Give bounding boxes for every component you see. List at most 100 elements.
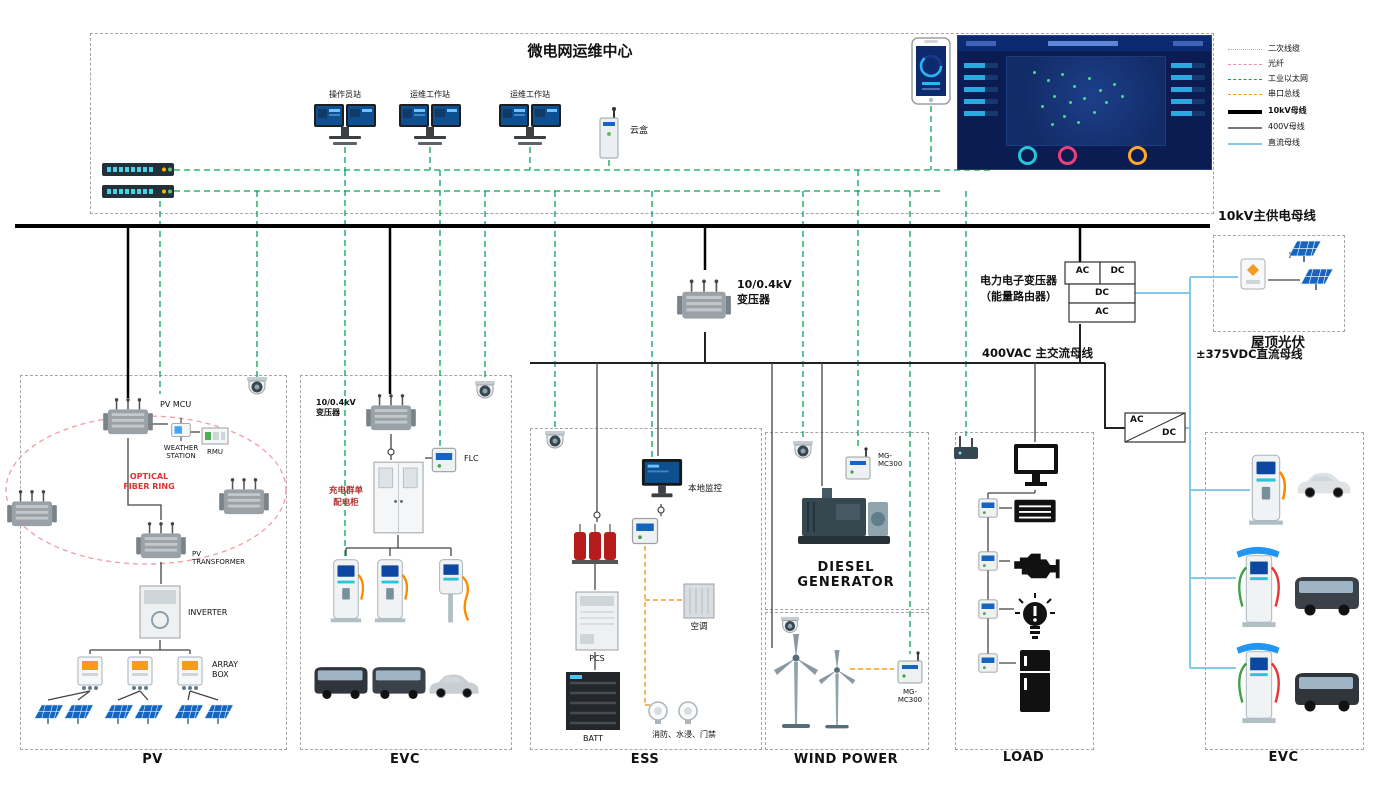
pv-transformer-label: PV TRANSFORMER <box>192 550 264 567</box>
load-computer-icon <box>1012 442 1060 490</box>
om-workstation-icon-2 <box>498 102 562 148</box>
wind-mg-label-line2: MC300 <box>897 696 923 705</box>
network-switch-icon-2 <box>102 184 174 199</box>
diesel-generator-icon <box>796 484 892 548</box>
pet-label-line1: 电力电子变压器 <box>980 274 1057 287</box>
rooftop-solar-panel-icon <box>1296 264 1336 292</box>
diesel-mg-mc300-icon <box>842 446 874 482</box>
pet-label-line2: （能量路由器） <box>980 290 1057 303</box>
charging-cabinet-label-line1: 充电群单 <box>328 486 363 496</box>
optical-fiber-ring-label: OPTICAL FIBER RING <box>106 472 192 492</box>
legend-label-10kv: 10kV母线 <box>1268 106 1307 115</box>
hvac-icon <box>682 582 716 620</box>
diesel-generator-title: DIESEL GENERATOR <box>781 560 911 590</box>
fire-sensor-icon <box>646 700 670 726</box>
wind-section-title: WIND POWER <box>793 752 899 767</box>
ac-bus-label: 400VAC 主交流母线 <box>982 346 1093 360</box>
station-label-om-2: 运维工作站 <box>510 90 550 99</box>
weather-station-icon <box>168 416 194 442</box>
charging-cabinet-label-line2: 配电柜 <box>333 498 359 508</box>
pv-inverter-icon <box>138 584 182 640</box>
dashboard-map <box>1006 56 1166 146</box>
pv-transformer-icon <box>133 520 189 562</box>
legend-label-dc: 直流母线 <box>1268 138 1300 147</box>
dashboard-left-panel <box>960 56 1002 163</box>
refrigerator-load-icon <box>1016 648 1054 714</box>
mid-transformer-label-line2: 变压器 <box>737 293 770 306</box>
optical-fiber-ring-label-line1: OPTICAL <box>129 472 169 481</box>
rmu-label: RMU <box>206 448 224 456</box>
ess-camera-icon <box>542 430 568 454</box>
array-box-label-line2: BOX <box>212 670 229 679</box>
dashboard-donut-chart <box>1058 146 1077 165</box>
legend-label-secondary-cable: 二次线缆 <box>1268 44 1300 53</box>
evc-transformer-label-line1: 10/0.4kV <box>316 398 356 407</box>
battery-cabinet-icon <box>564 670 622 732</box>
wind-mg-label: MG- MC300 <box>888 688 932 705</box>
om-workstation-icon-1 <box>398 102 462 148</box>
optical-fiber-ring-label-line2: FIBER RING <box>123 482 175 491</box>
pv-ring-transformer-icon-right <box>216 476 272 518</box>
cloud-box-icon <box>594 106 624 162</box>
dashboard-donut-chart <box>1128 146 1147 165</box>
pv-transformer-label-line2: TRANSFORMER <box>192 558 246 567</box>
evc-right-section-box <box>1205 432 1364 750</box>
main-bus-label: 10kV主供电母线 <box>1218 208 1316 223</box>
array-box-icon <box>75 654 105 692</box>
dashboard-map-dots <box>1033 71 1036 74</box>
legend-line-dc <box>1228 143 1262 145</box>
wind-mg-mc300-icon <box>894 650 926 686</box>
dashboard-donut-chart <box>1018 146 1037 165</box>
lighting-load-icon <box>1014 592 1056 644</box>
legend-label-serial: 串口总线 <box>1268 89 1300 98</box>
ess-section-title: ESS <box>630 752 660 767</box>
load-controller-icon <box>977 652 999 674</box>
acdc-dc-label: DC <box>1162 428 1177 438</box>
legend-line-fiber <box>1228 64 1262 65</box>
ess-sensors-label: 消防、水浸、门禁 <box>652 730 716 739</box>
legend-line-serial <box>1228 94 1262 95</box>
solar-panel-icon <box>130 700 166 726</box>
pet-cell-ac1: AC <box>1075 266 1090 276</box>
load-controller-icon <box>977 598 999 620</box>
control-center-title: 微电网运维中心 <box>527 42 633 60</box>
diesel-mg-label: MG- MC300 <box>878 452 914 469</box>
water-access-sensor-icon <box>676 700 700 726</box>
wind-section-box <box>765 612 929 750</box>
evc-transformer-icon <box>362 392 420 434</box>
electric-bus-icon <box>1292 570 1362 620</box>
diesel-mg-label-line2: MC300 <box>878 460 903 469</box>
solar-panel-icon <box>200 700 236 726</box>
weather-station-label: WEATHER STATION <box>152 444 210 461</box>
legend-line-10kv <box>1228 110 1262 114</box>
motor-load-icon <box>1010 548 1060 582</box>
solar-panel-icon <box>60 700 96 726</box>
rmu-icon <box>200 426 230 446</box>
pv-ring-transformer-icon-left <box>4 488 60 530</box>
ev-charger-icon <box>328 556 364 626</box>
dashboard-right-panel <box>1167 56 1209 163</box>
flc-label: FLC <box>464 454 479 463</box>
rooftop-solar-panel-icon <box>1284 236 1324 264</box>
pv-transformer-label-line1: PV <box>192 550 202 558</box>
electric-bus-icon <box>370 660 428 704</box>
charging-distribution-cabinet-icon <box>372 460 425 535</box>
ess-controller-icon <box>626 516 664 546</box>
electric-bus-icon <box>312 660 370 704</box>
load-section-box <box>955 432 1094 750</box>
pv-section-title: PV <box>142 752 163 767</box>
cloud-box-label: 云盒 <box>630 126 649 136</box>
diesel-section-box <box>765 432 929 610</box>
wind-mg-label-line1: MG- <box>903 688 917 696</box>
pv-mcu-transformer-icon <box>100 396 156 438</box>
legend-line-400v <box>1228 127 1262 129</box>
battery-label: BATT <box>583 734 603 743</box>
wall-charger-icon <box>432 556 470 626</box>
pv-section-box <box>20 375 287 750</box>
pet-cell-dc2: DC <box>1094 288 1110 298</box>
weather-station-label-line1: WEATHER <box>163 444 199 452</box>
network-switch-icon-1 <box>102 162 174 177</box>
flc-controller-icon <box>430 446 458 474</box>
evc-left-section-box <box>300 375 512 750</box>
